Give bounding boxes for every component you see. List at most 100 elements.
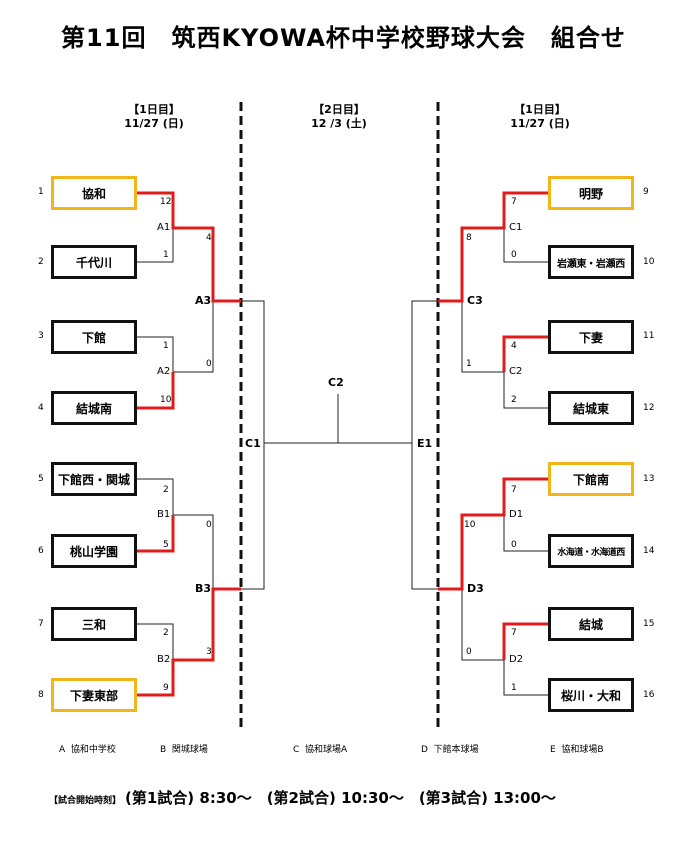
- team-number: 7: [38, 619, 44, 629]
- team-number: 12: [643, 403, 655, 413]
- team-box: 下館: [51, 320, 137, 354]
- score: 3: [206, 647, 212, 657]
- team-box: 桜川・大和: [548, 678, 634, 712]
- bracket-lines-right-winner: [438, 191, 548, 660]
- match-label: B3: [195, 582, 212, 595]
- start-times-label: 【試合開始時刻】: [49, 796, 122, 806]
- score: 10: [464, 520, 476, 530]
- venue-code: A: [59, 745, 66, 755]
- bracket-lines-left-winner: [137, 191, 241, 697]
- score: 0: [206, 520, 212, 530]
- venue-name: 協和中学校: [70, 745, 116, 755]
- team-box: 結城: [548, 607, 634, 641]
- header-date: 11/27 (日): [510, 117, 570, 130]
- match-label: A1: [157, 222, 171, 233]
- team-number: 10: [643, 257, 655, 267]
- score: 0: [466, 647, 472, 657]
- match-label: B2: [157, 654, 171, 665]
- venue-name: 協和球場B: [561, 745, 604, 755]
- header-day2-center: 【2日目】 12 /3 (土): [279, 103, 399, 131]
- start-times: 【試合開始時刻】(第1試合) 8:30～ (第2試合) 10:30～ (第3試合…: [49, 787, 556, 808]
- team-number: 4: [38, 403, 44, 413]
- team-number: 13: [643, 474, 655, 484]
- venue-code: B: [160, 745, 167, 755]
- score: 0: [511, 540, 517, 550]
- match-label: A3: [195, 294, 212, 307]
- team-box: 結城東: [548, 391, 634, 425]
- team-number: 14: [643, 546, 655, 556]
- venue-name: 下館本球場: [433, 745, 479, 755]
- start-times-schedule: (第1試合) 8:30～ (第2試合) 10:30～ (第3試合) 13:00～: [125, 789, 556, 807]
- score: 2: [511, 395, 517, 405]
- score: 7: [511, 197, 517, 207]
- team-box: 水海道・水海道西: [548, 534, 634, 568]
- venue-name: 協和球場A: [305, 745, 348, 755]
- score: 0: [511, 250, 517, 260]
- match-label: C1: [509, 222, 523, 233]
- team-box: 協和: [51, 176, 137, 210]
- team-box: 千代川: [51, 245, 137, 279]
- score: 5: [163, 540, 169, 550]
- team-number: 2: [38, 257, 44, 267]
- score: 9: [163, 683, 169, 693]
- header-day-label: 【1日目】: [514, 103, 566, 116]
- team-box: 下館南: [548, 462, 634, 496]
- team-box: 下館西・関城: [51, 462, 137, 496]
- match-label: C2: [328, 376, 344, 389]
- team-box: 下妻東部: [51, 678, 137, 712]
- venue-legend-item: E 協和球場B: [550, 742, 604, 755]
- score: 1: [511, 683, 517, 693]
- team-number: 6: [38, 546, 44, 556]
- score: 4: [511, 341, 517, 351]
- match-label: B1: [157, 509, 171, 520]
- team-number: 8: [38, 690, 44, 700]
- team-number: 5: [38, 474, 44, 484]
- score: 4: [206, 233, 212, 243]
- page-title: 第11回 筑西KYOWA杯中学校野球大会 組合せ: [61, 24, 626, 52]
- team-number: 15: [643, 619, 655, 629]
- match-label: D1: [509, 509, 524, 520]
- match-label: E1: [417, 437, 433, 450]
- venue-name: 関城球場: [171, 745, 208, 755]
- venue-legend-item: D 下館本球場: [421, 742, 479, 755]
- team-box: 結城南: [51, 391, 137, 425]
- match-label: A2: [157, 366, 171, 377]
- match-label: C3: [467, 294, 483, 307]
- score: 7: [511, 628, 517, 638]
- score: 2: [163, 628, 169, 638]
- venue-code: D: [421, 745, 428, 755]
- team-number: 11: [643, 331, 655, 341]
- venue-legend-item: A 協和中学校: [59, 742, 116, 755]
- score: 1: [466, 359, 472, 369]
- team-number: 9: [643, 187, 649, 197]
- match-label: D2: [509, 654, 524, 665]
- score: 10: [160, 395, 172, 405]
- match-label: C1: [245, 437, 261, 450]
- team-box: 明野: [548, 176, 634, 210]
- score: 0: [206, 359, 212, 369]
- match-label: D3: [467, 582, 484, 595]
- score: 2: [163, 485, 169, 495]
- score: 1: [163, 250, 169, 260]
- match-label: C2: [509, 366, 523, 377]
- team-box: 下妻: [548, 320, 634, 354]
- score: 12: [160, 197, 172, 207]
- bracket-lines-left-normal: [137, 228, 412, 660]
- team-number: 3: [38, 331, 44, 341]
- score: 8: [466, 233, 472, 243]
- venue-legend-item: C 協和球場A: [293, 742, 347, 755]
- header-date: 11/27 (日): [124, 117, 184, 130]
- header-day-label: 【1日目】: [128, 103, 180, 116]
- venue-code: E: [550, 745, 556, 755]
- header-date: 12 /3 (土): [311, 117, 367, 130]
- score: 7: [511, 485, 517, 495]
- team-box: 岩瀬東・岩瀬西: [548, 245, 634, 279]
- venue-code: C: [293, 745, 300, 755]
- venue-legend-item: B 関城球場: [160, 742, 208, 755]
- team-box: 三和: [51, 607, 137, 641]
- score: 1: [163, 341, 169, 351]
- team-number: 1: [38, 187, 44, 197]
- header-day1-right: 【1日目】 11/27 (日): [480, 103, 600, 131]
- header-day1-left: 【1日目】 11/27 (日): [94, 103, 214, 131]
